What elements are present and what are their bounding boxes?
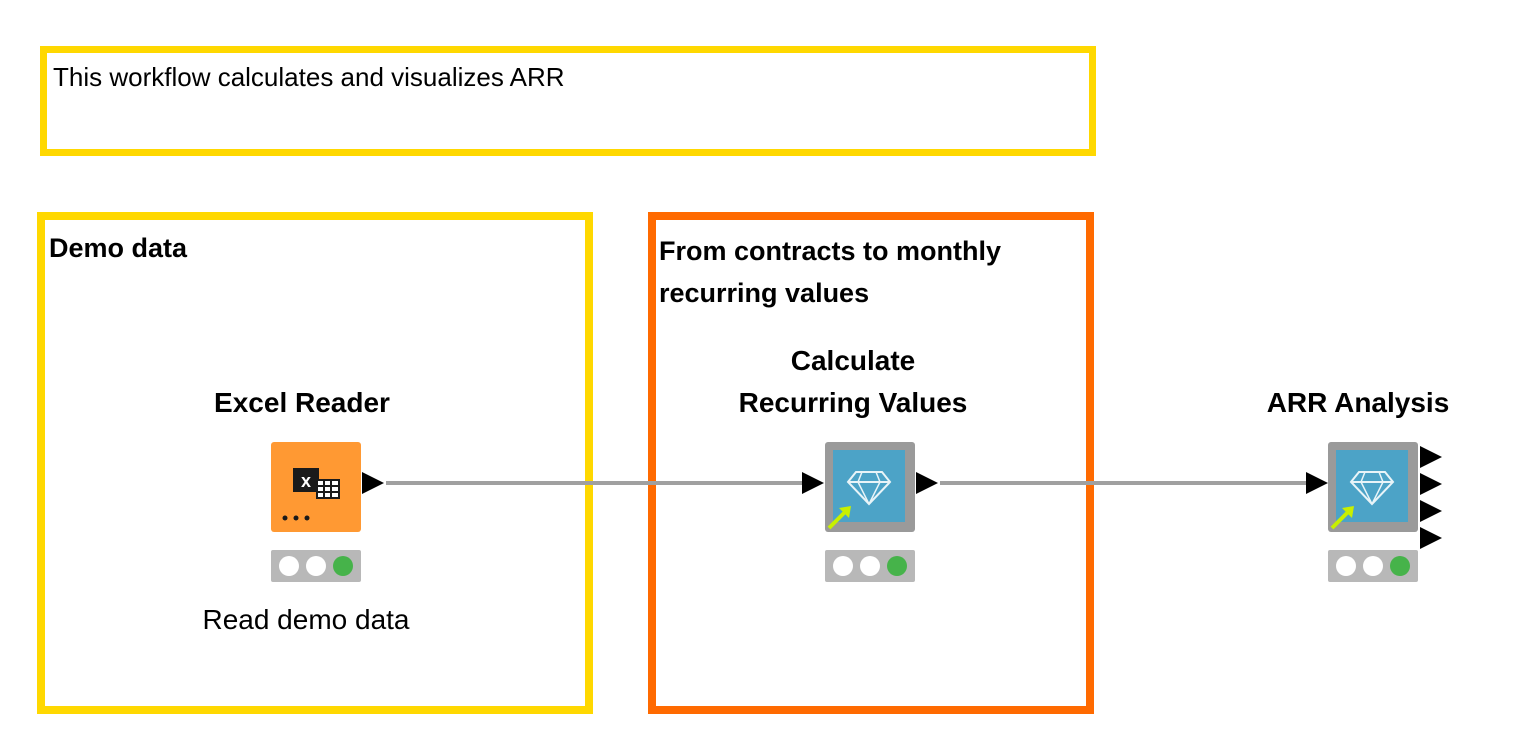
link-arrow-icon	[1330, 506, 1354, 530]
node-title: ARR Analysis	[1266, 387, 1450, 418]
output-port-1[interactable]	[1420, 446, 1442, 468]
status-traffic-light	[825, 550, 915, 582]
output-port-2[interactable]	[1420, 473, 1442, 495]
annotation-text: This workflow calculates and visualizes …	[53, 62, 565, 92]
output-port[interactable]	[916, 472, 938, 494]
node-caption[interactable]: Read demo data	[202, 604, 410, 635]
component-node-icon[interactable]	[825, 442, 915, 532]
input-port[interactable]	[802, 472, 824, 494]
excel-icon[interactable]: x	[271, 442, 361, 532]
output-port-3[interactable]	[1420, 500, 1442, 522]
annotation-text: Demo data	[49, 233, 188, 263]
node-title: Calculate Recurring Values	[738, 345, 968, 418]
status-traffic-light	[271, 550, 361, 582]
workflow-description-annotation[interactable]: This workflow calculates and visualizes …	[40, 46, 1096, 156]
status-traffic-light	[1328, 550, 1418, 582]
node-title: Excel Reader	[214, 387, 390, 418]
output-port-4[interactable]	[1420, 527, 1442, 549]
input-port[interactable]	[1306, 472, 1328, 494]
output-port[interactable]	[362, 472, 384, 494]
link-arrow-icon	[827, 506, 851, 530]
contracts-annotation[interactable]: From contracts to monthly recurring valu…	[648, 212, 1094, 714]
svg-text:x: x	[301, 471, 311, 491]
component-node-icon[interactable]	[1328, 442, 1418, 532]
annotation-text: From contracts to monthly recurring valu…	[659, 236, 1002, 308]
